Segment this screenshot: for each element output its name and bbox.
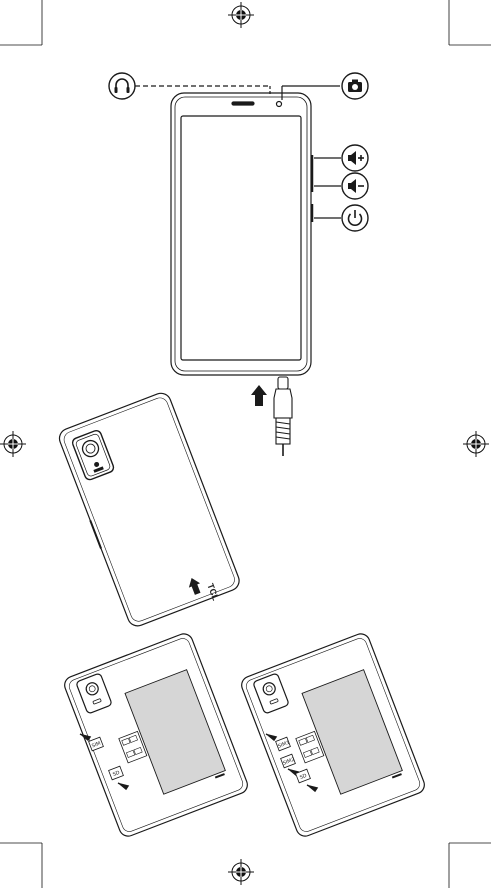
phone-front-figure [135,86,341,375]
registration-mark-right [463,431,489,457]
registration-mark-bottom [228,859,254,885]
volume-down-icon [342,173,368,199]
power-icon [342,205,368,231]
registration-mark-left [0,431,26,457]
camera-icon [342,73,368,99]
front-camera-lens [277,102,282,107]
phone-screen [181,116,301,360]
earpiece-speaker [232,102,254,105]
registration-mark-top [228,2,254,28]
card-slot-panel-dual-sim: SIM1 SIM2 SD [239,631,427,838]
phone-front-inner-bezel [175,97,307,371]
headphones-icon [109,73,135,99]
phone-front-body [171,93,311,375]
usb-c-cable-icon [274,377,292,456]
insert-arrow-icon [251,385,267,406]
volume-up-icon [342,145,368,171]
phone-back-figure: TCL [57,390,244,632]
card-slot-panel-single-sim: SIM SD [62,631,250,838]
